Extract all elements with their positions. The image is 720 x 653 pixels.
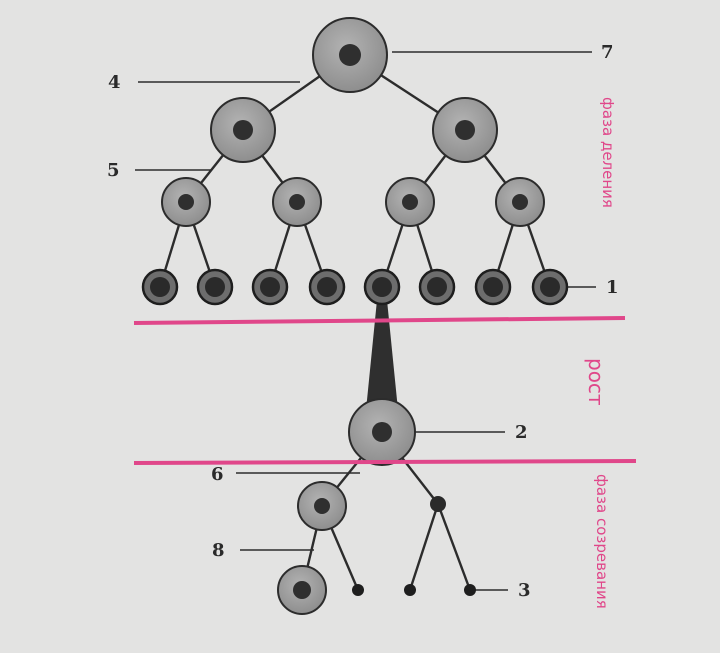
cell-mature — [277, 565, 327, 615]
label-8: 8 — [212, 540, 225, 561]
cell-level3-3 — [251, 268, 289, 306]
cell-level3-6 — [418, 268, 456, 306]
cell-level3-8 — [531, 268, 569, 306]
cell-level3-row — [141, 268, 569, 306]
label-4: 4 — [108, 72, 121, 93]
leader-lines — [135, 51, 596, 591]
cell-level2-2 — [272, 177, 322, 227]
growth-wedge — [366, 300, 398, 410]
cell-level3-5 — [363, 268, 401, 306]
polar-body-3 — [404, 584, 416, 596]
label-7: 7 — [601, 42, 614, 63]
cell-level3-4 — [308, 268, 346, 306]
label-2: 2 — [515, 422, 528, 443]
label-3: 3 — [518, 580, 531, 601]
label-6: 6 — [211, 464, 224, 485]
cell-root — [312, 17, 388, 93]
phase-growth-label: рост — [584, 358, 608, 406]
cell-level1-left — [210, 97, 276, 163]
polar-body-1 — [430, 496, 446, 512]
cell-level3-1 — [141, 268, 179, 306]
cell-grown — [348, 398, 416, 466]
label-1: 1 — [606, 277, 619, 298]
phase-maturation-label: фаза созревания — [593, 474, 611, 609]
phase-separator-top — [133, 316, 626, 325]
cell-level2-3 — [385, 177, 435, 227]
cell-level1-right — [432, 97, 498, 163]
polar-body-4 — [464, 584, 476, 596]
cell-level3-7 — [474, 268, 512, 306]
label-5: 5 — [107, 160, 120, 181]
cell-level3-2 — [196, 268, 234, 306]
cell-maturation-1 — [297, 481, 347, 531]
phase-separator-bottom — [133, 459, 637, 465]
cell-level2-4 — [495, 177, 545, 227]
polar-body-2 — [352, 584, 364, 596]
phase-division-label: фаза деления — [599, 97, 617, 208]
cell-level2-1 — [161, 177, 211, 227]
